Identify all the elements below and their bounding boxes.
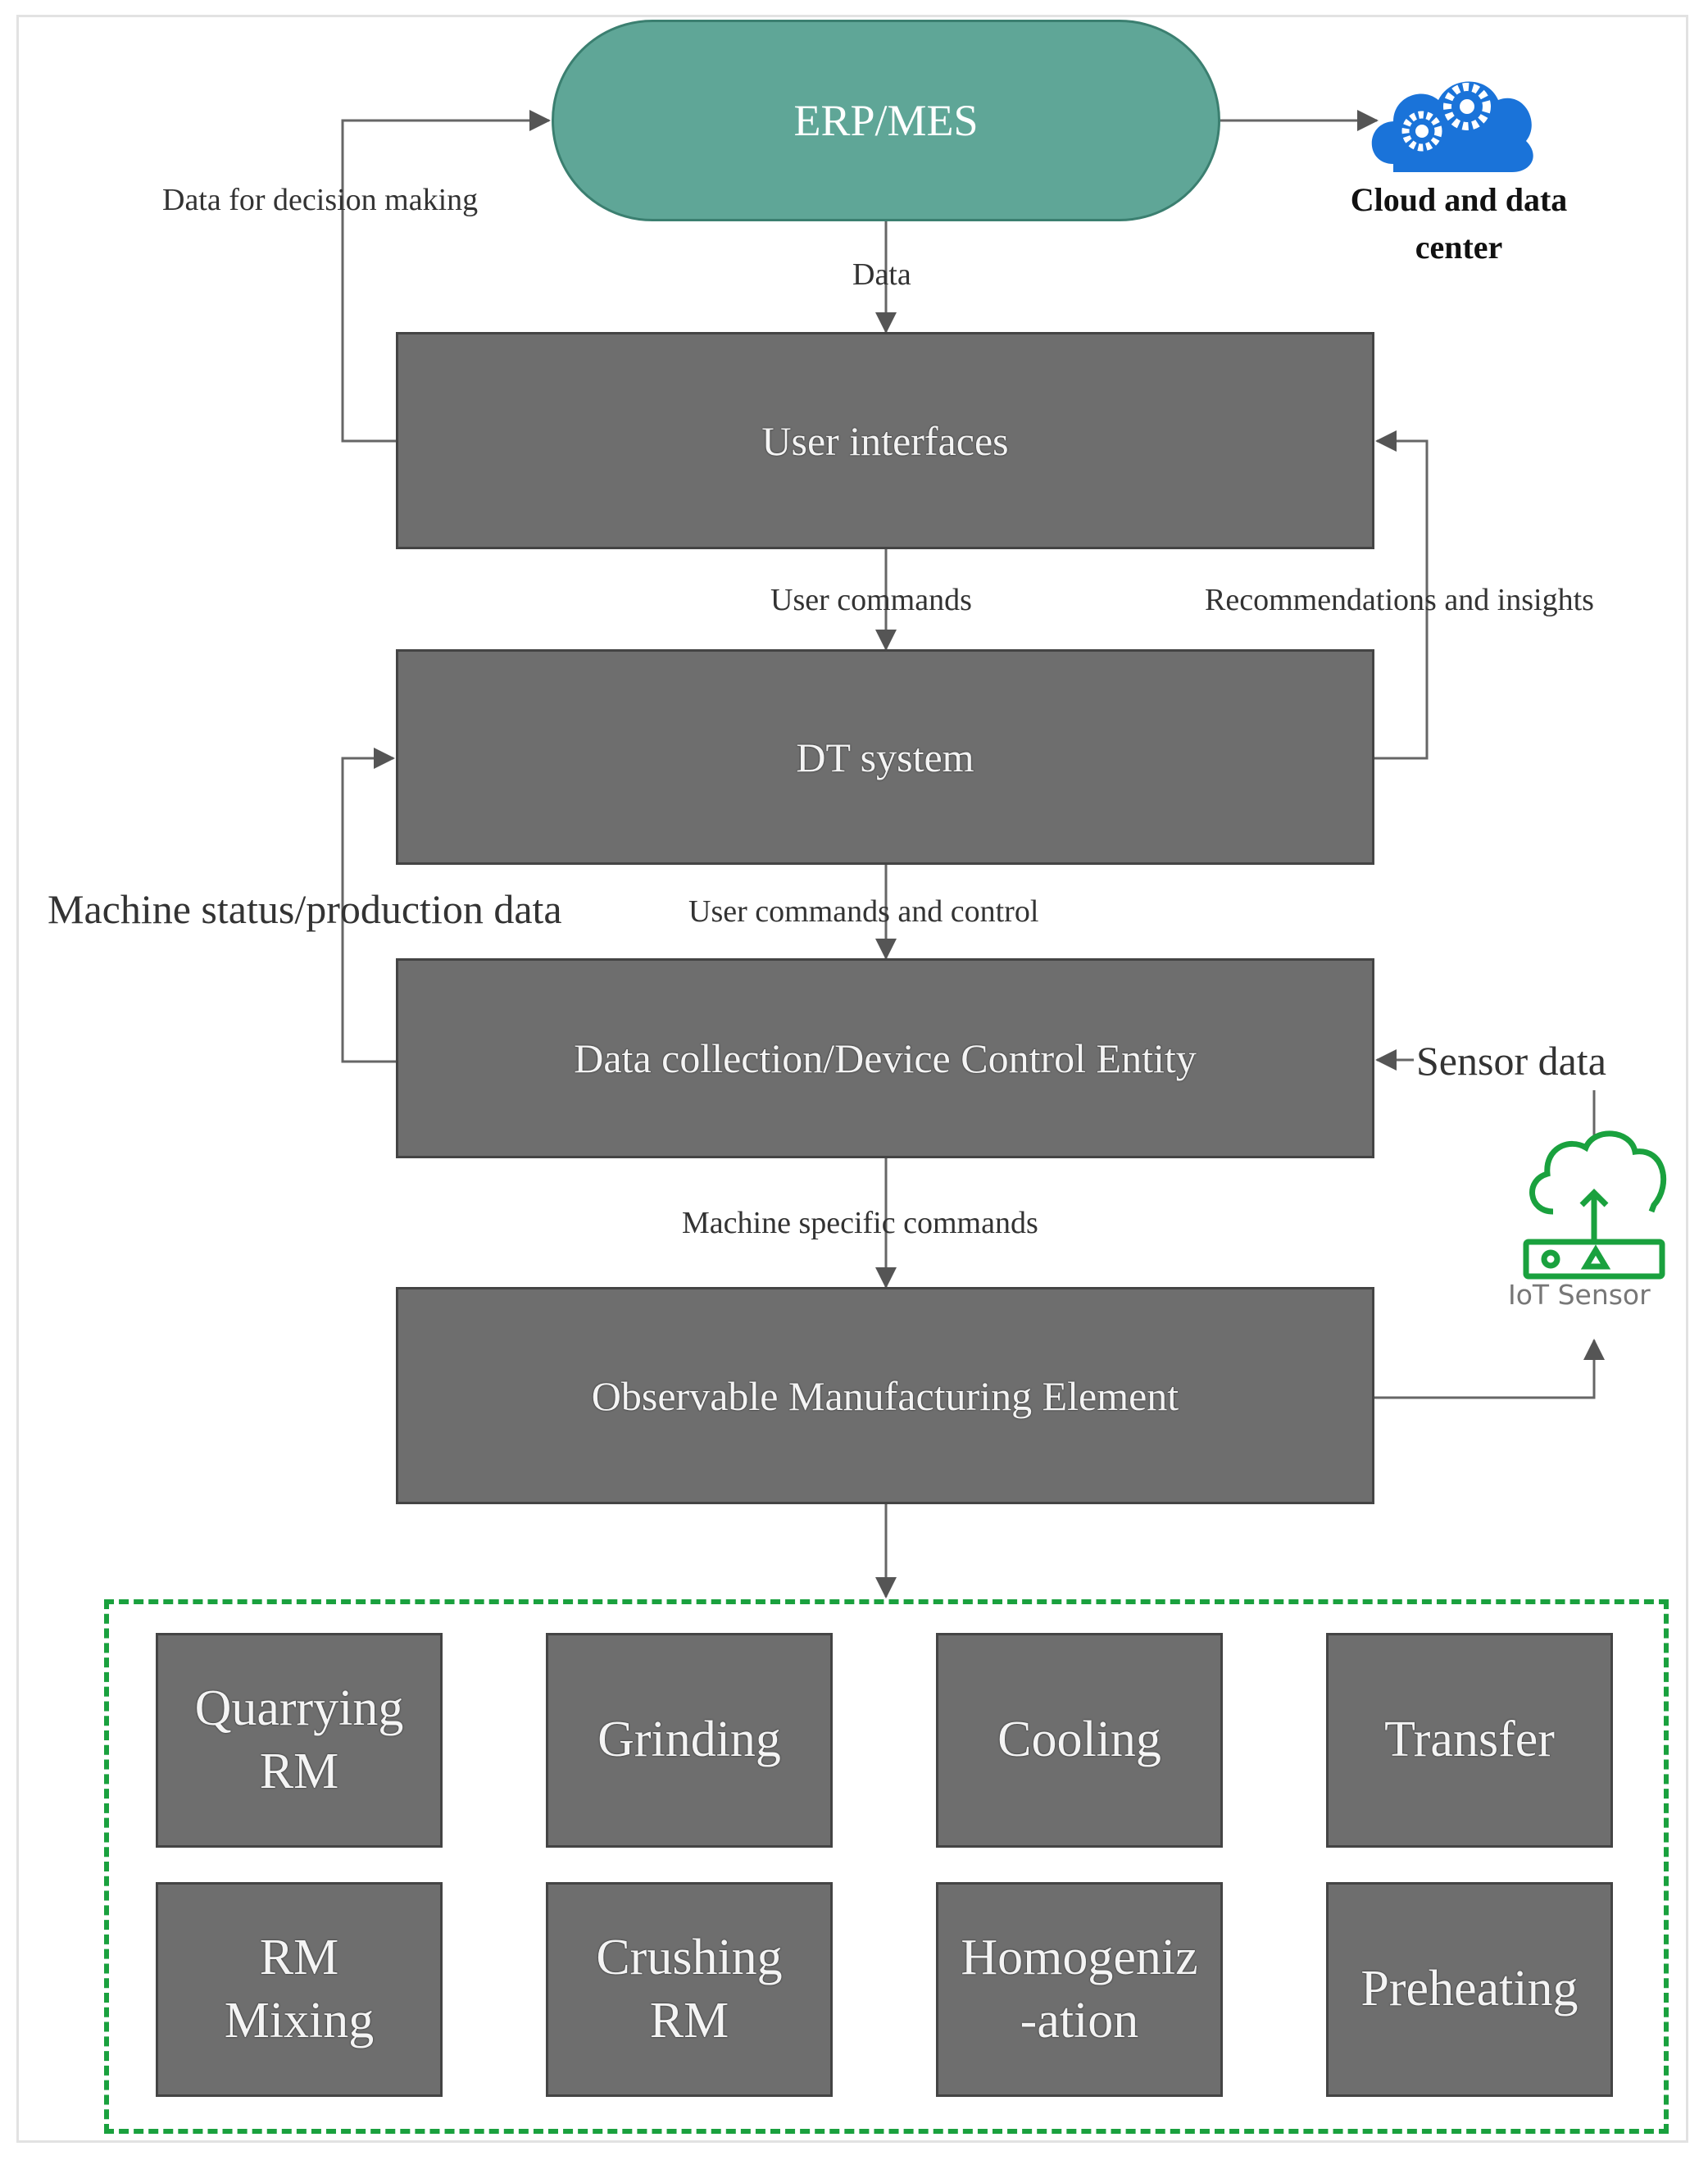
data-collection-label: Data collection/Device Control Entity <box>574 1035 1197 1081</box>
erp-mes-label: ERP/MES <box>793 96 979 145</box>
figure-frame <box>16 15 1688 2143</box>
user-interfaces-label: User interfaces <box>761 417 1009 464</box>
cloud-gears-icon <box>1371 81 1533 172</box>
edge-obs-iot <box>1374 1339 1605 1399</box>
edge-label-machine-status: Machine status/production data <box>48 886 562 932</box>
edge-label-machine-specific: Machine specific commands <box>682 1206 1038 1240</box>
process-label: RM Mixing <box>224 1929 375 2049</box>
process-transfer: Transfer <box>1326 1633 1613 1848</box>
edge-dt-ui <box>1374 430 1429 760</box>
process-label: Preheating <box>1360 1961 1579 2017</box>
process-preheating: Preheating <box>1326 1882 1613 2097</box>
process-grinding: Grinding <box>546 1633 833 1848</box>
edge-decision-making <box>341 110 551 443</box>
process-group <box>104 1599 1669 2134</box>
process-homogenization: Homogeniz -ation <box>936 1882 1223 2097</box>
process-label: Grinding <box>597 1712 781 1768</box>
process-label: Cooling <box>997 1712 1161 1768</box>
edge-label-user-commands-control: User commands and control <box>688 894 1039 929</box>
iot-sensor-label: IoT Sensor <box>1508 1279 1651 1311</box>
edge-dc-dt <box>341 748 396 1063</box>
process-crushing-rm: Crushing RM <box>546 1882 833 2097</box>
edge-label-recommendations: Recommendations and insights <box>1205 583 1594 617</box>
data-collection-node: Data collection/Device Control Entity <box>396 958 1374 1158</box>
process-label: Crushing RM <box>596 1929 783 2049</box>
user-interfaces-node: User interfaces <box>396 332 1374 549</box>
iot-sensor-icon <box>1523 1130 1667 1280</box>
erp-mes-node: ERP/MES <box>552 20 1220 221</box>
dt-system-node: DT system <box>396 649 1374 865</box>
observable-element-node: Observable Manufacturing Element <box>396 1287 1374 1504</box>
process-cooling: Cooling <box>936 1633 1223 1848</box>
process-label: Quarrying RM <box>194 1680 404 1800</box>
cloud-data-center-label: Cloud and data center <box>1350 181 1568 266</box>
process-label: Homogeniz -ation <box>961 1929 1198 2049</box>
dt-system-label: DT system <box>796 734 974 780</box>
edge-label-sensor-data: Sensor data <box>1416 1038 1606 1084</box>
observable-element-label: Observable Manufacturing Element <box>591 1372 1179 1419</box>
process-quarrying-rm: Quarrying RM <box>156 1633 443 1848</box>
edge-label-data: Data <box>852 257 911 292</box>
edge-label-decision-making: Data for decision making <box>162 183 479 217</box>
process-label: Transfer <box>1384 1712 1555 1768</box>
edge-label-user-commands: User commands <box>770 583 972 617</box>
process-rm-mixing: RM Mixing <box>156 1882 443 2097</box>
